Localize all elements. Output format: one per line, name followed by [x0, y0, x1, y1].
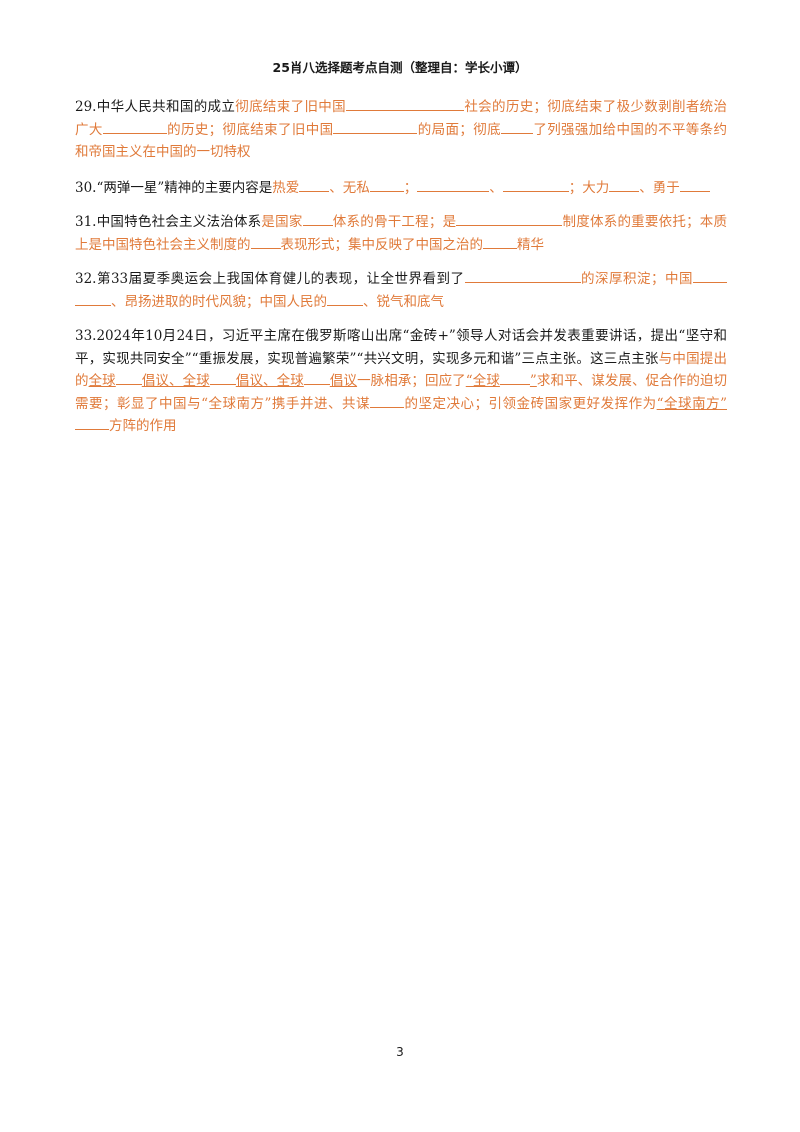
question-list: 29.中华人民共和国的成立彻底结束了旧中国社会的历史；彻底结束了极少数剥削者统治…	[75, 96, 727, 451]
q29-answer-2: 社会的历史；彻底结束了极少数剥削者统治广大	[75, 99, 728, 138]
blank	[303, 370, 330, 385]
blank	[369, 177, 404, 192]
q31-answer-1: 是国家	[261, 214, 303, 230]
blank	[609, 177, 640, 192]
q33-answer-2: 全球	[88, 373, 116, 389]
q29-answer-4: 的局面；彻底	[417, 121, 501, 138]
blank	[302, 211, 333, 226]
q30-answer-2: 、无私	[329, 179, 370, 196]
blank	[346, 96, 464, 111]
q32-answer-2: 、昂扬进取的时代风貌；中国人民的	[111, 293, 327, 310]
blank	[369, 393, 404, 408]
blank	[679, 177, 710, 192]
q33-answer-5: 倡议	[329, 373, 358, 389]
q32-answer-3: 、锐气和底气	[363, 293, 444, 310]
q33-answer-7: “全球	[465, 373, 500, 389]
q33-answer-1: 与中国提出的	[75, 350, 728, 390]
q31-answer-2: 体系的骨干工程；是	[332, 214, 457, 230]
q32-answer-1: 的深厚积淀；中国	[580, 271, 693, 287]
blank	[299, 177, 330, 192]
q31-answer-3: 制度体系的重要依托；本质上是中国特色社会主义制度的	[75, 214, 728, 253]
blank	[464, 268, 581, 283]
q31-answer-5: 精华	[517, 236, 544, 253]
q32-stem: 32.第33届夏季奥运会上我国体育健儿的表现，让全世界看到了	[75, 271, 465, 287]
q31-answer-4: 表现形式；集中反映了中国之治的	[280, 236, 484, 253]
q33-answer-11: “全球南方”	[656, 395, 727, 412]
q30-stem: 30.“两弹一星”精神的主要内容是	[75, 179, 273, 196]
blank	[502, 177, 569, 192]
blank	[693, 268, 727, 283]
question-33: 33.2024年10月24日，习近平主席在俄罗斯喀山出席“金砖+”领导人对话会并…	[75, 325, 727, 438]
blank	[209, 370, 236, 385]
page-title: 25肖八选择题考点自测（整理自：学长小谭）	[272, 60, 528, 75]
blank	[102, 119, 167, 134]
q30-answer-3: ；	[403, 179, 418, 196]
blank	[115, 370, 142, 385]
blank	[456, 211, 563, 226]
q29-answer-3: 的历史；彻底结束了旧中国	[166, 121, 334, 138]
blank	[75, 291, 111, 306]
q30-answer-6: 、勇于	[639, 179, 680, 196]
blank	[499, 370, 530, 385]
q29-answer-1: 彻底结束了旧中国	[235, 99, 346, 115]
q30-answer-4: 、	[489, 179, 503, 196]
q29-stem: 29.中华人民共和国的成立	[75, 99, 236, 115]
question-29: 29.中华人民共和国的成立彻底结束了旧中国社会的历史；彻底结束了极少数剥削者统治…	[75, 96, 727, 164]
page-number: 3	[396, 1045, 404, 1059]
q33-stem: 33.2024年10月24日，习近平主席在俄罗斯喀山出席“金砖+”领导人对话会并…	[75, 328, 727, 367]
blank	[250, 234, 281, 249]
q33-answer-3: 倡议、全球	[141, 373, 210, 389]
blank	[500, 119, 533, 134]
blank	[327, 291, 363, 306]
blank	[333, 119, 418, 134]
question-32: 32.第33届夏季奥运会上我国体育健儿的表现，让全世界看到了 的深厚积淀；中国、昂…	[75, 268, 727, 313]
blank	[75, 415, 109, 430]
q30-answer-1: 热爱	[272, 179, 300, 196]
blank	[417, 177, 490, 192]
q33-answer-9: 求和平、谋发展、促合作的迫切需要；彰显了中国与“全球南方”携手并进、共谋	[75, 373, 728, 412]
q31-stem: 31.中国特色社会主义法治体系	[75, 214, 262, 230]
q33-answer-10: 的坚定决心；引领金砖国家更好发挥作为	[403, 395, 657, 412]
q33-answer-12: 方阵的作用	[109, 418, 177, 434]
q33-answer-4: 倡议、全球	[235, 373, 304, 389]
q33-answer-8: ”	[529, 373, 537, 389]
q33-answer-6: 一脉相承；回应了	[357, 373, 466, 389]
q30-answer-5: ；大力	[568, 179, 610, 196]
question-31: 31.中国特色社会主义法治体系是国家 体系的骨干工程；是制度体系的重要依托；本质上…	[75, 211, 727, 256]
blank	[483, 234, 517, 249]
question-30: 30.“两弹一星”精神的主要内容是热爱 、无私 ； 、 ；大力 、勇于	[75, 177, 727, 200]
q29-answer-5: 了列强强加给中国的不平等条约和帝国主义在中国的一切特权	[75, 121, 728, 161]
